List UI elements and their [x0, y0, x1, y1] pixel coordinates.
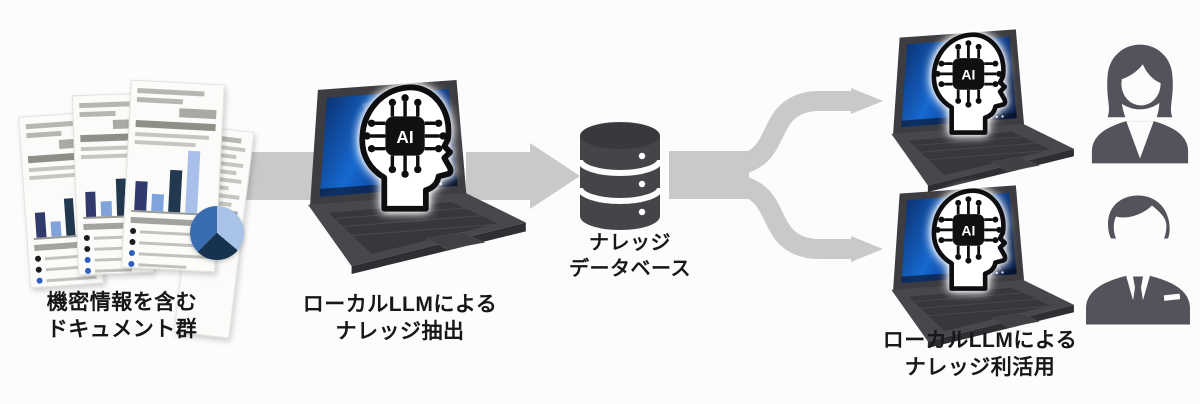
fork-arrow-icon — [669, 88, 883, 262]
database-label: ナレッジ データベース — [544, 230, 716, 282]
ai-head-icon: AI — [926, 188, 1022, 296]
extraction-label: ローカルLLMによる ナレッジ抽出 — [284, 291, 516, 345]
documents-label: 機密情報を含む ドキュメント群 — [10, 289, 234, 343]
database-label-line1: ナレッジ — [589, 232, 671, 254]
utilization-label: ローカルLLMによる ナレッジ利活用 — [856, 327, 1104, 381]
bar-chart-graphic — [131, 147, 215, 217]
documents-label-line1: 機密情報を含む — [46, 291, 198, 314]
arrow-llm-to-database-icon — [466, 143, 580, 209]
extraction-label-line1: ローカルLLMによる — [302, 293, 498, 316]
ai-chip-text: AI — [396, 127, 413, 147]
utilization-label-line2: ナレッジ利活用 — [904, 356, 1056, 379]
documents-label-line2: ドキュメント群 — [46, 318, 198, 341]
ai-chip-text: AI — [961, 66, 975, 82]
database-label-line2: データベース — [569, 258, 691, 280]
database-icon — [577, 122, 663, 230]
ai-head-icon: AI — [926, 32, 1022, 140]
document-stack-icon — [18, 72, 255, 339]
female-user-icon — [1091, 44, 1189, 164]
extraction-label-line2: ナレッジ抽出 — [335, 320, 465, 343]
pie-chart-graphic — [190, 206, 244, 260]
ai-head-icon: AI — [352, 84, 472, 218]
male-user-icon — [1086, 195, 1190, 325]
utilization-label-line1: ローカルLLMによる — [882, 329, 1078, 352]
ai-chip-text: AI — [961, 222, 975, 238]
